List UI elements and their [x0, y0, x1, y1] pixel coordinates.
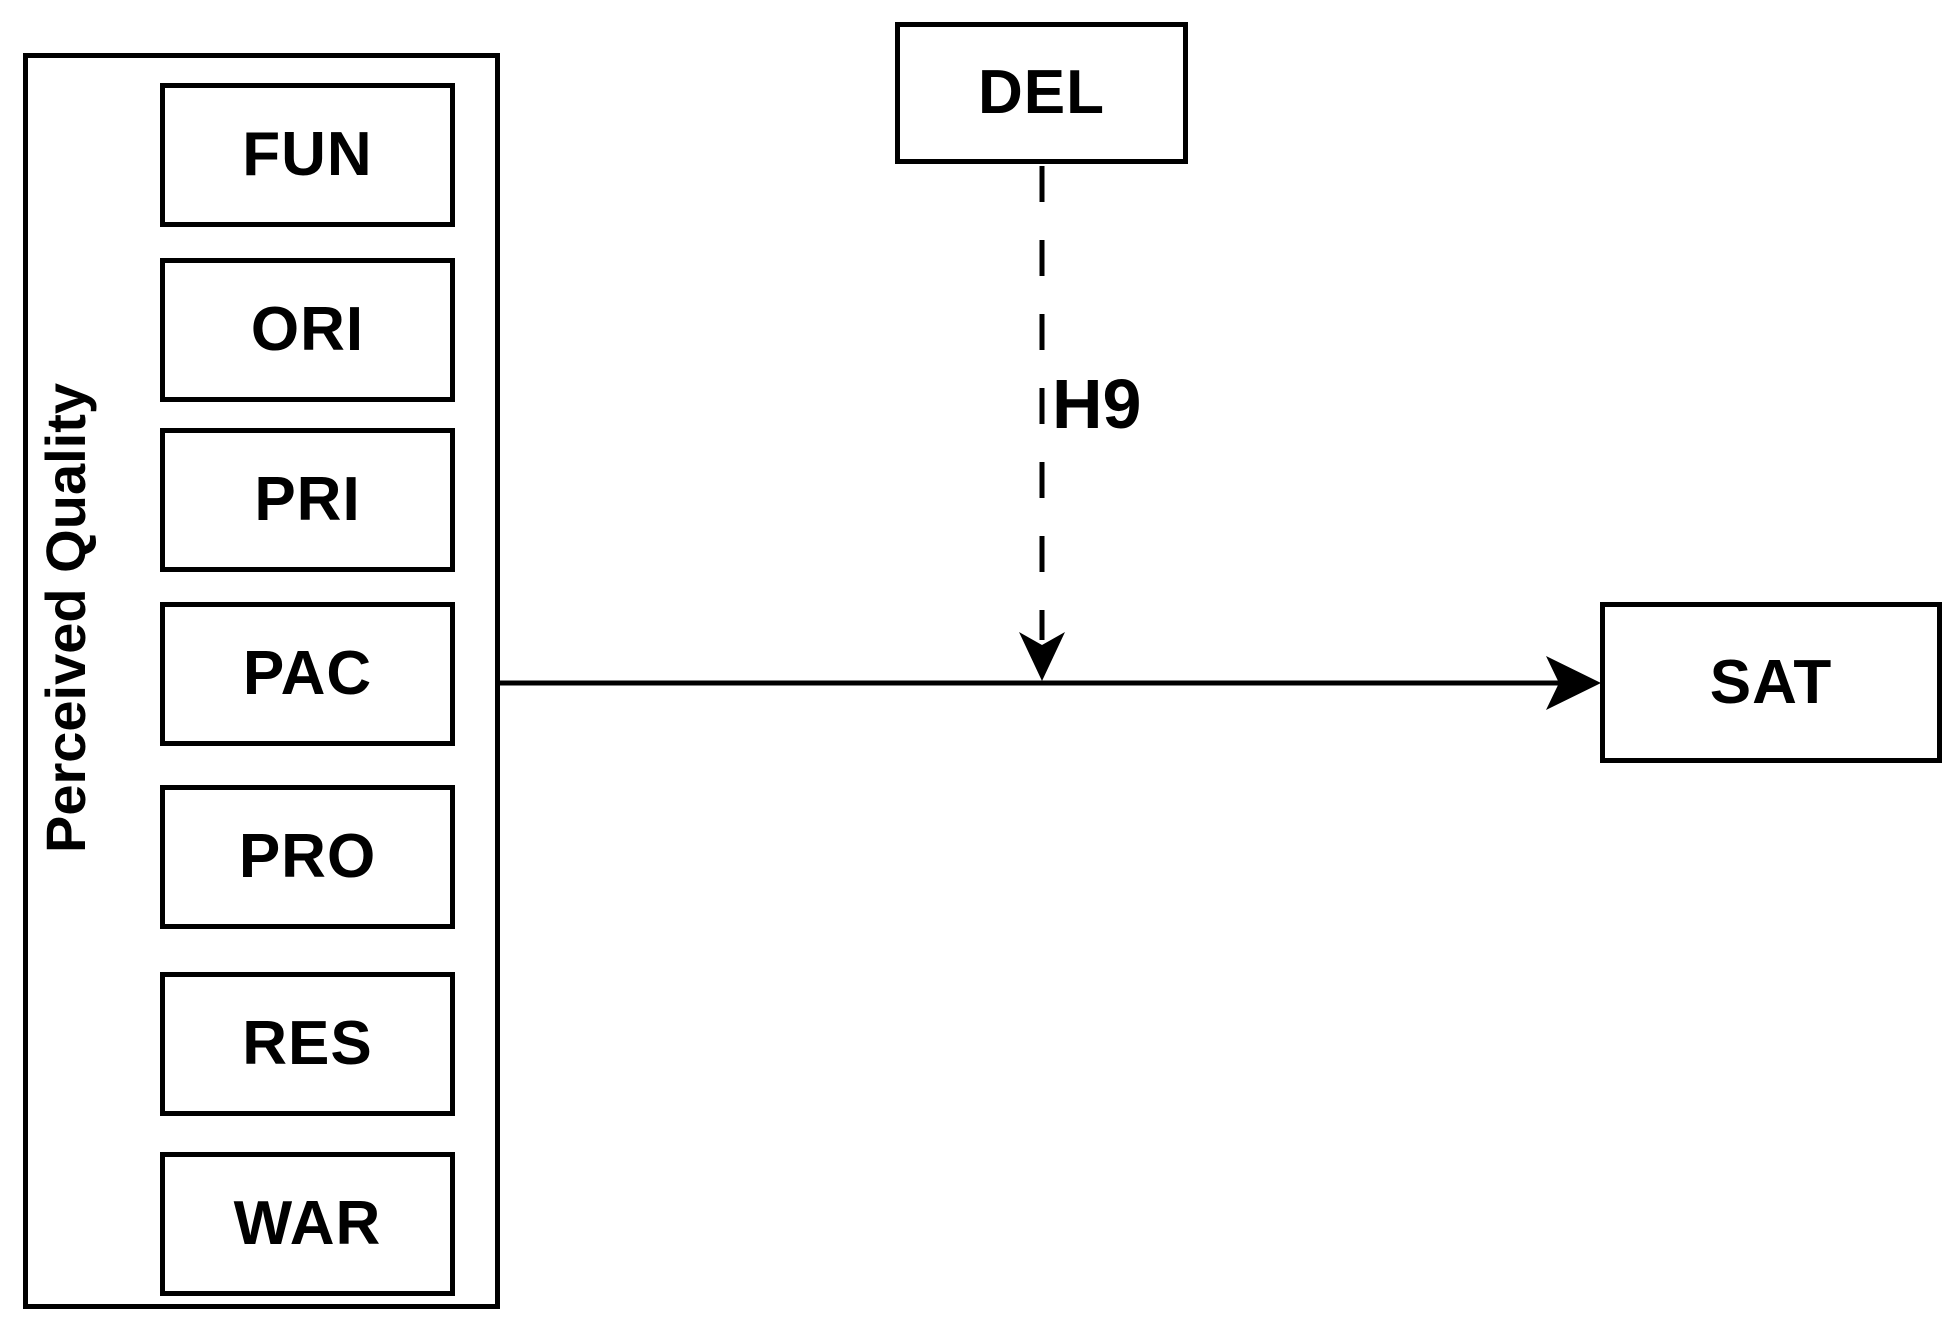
indicator-label-pac: PAC	[242, 639, 373, 708]
indicator-label-war: WAR	[233, 1189, 382, 1258]
perceived-quality-container	[23, 53, 500, 1309]
moderation-path-arrowhead	[1019, 632, 1065, 681]
main-path-arrowhead	[1546, 656, 1601, 710]
sat-label: SAT	[1709, 647, 1833, 717]
h9-path-label: H9	[1052, 365, 1142, 443]
indicator-box-ori: ORI	[160, 258, 455, 402]
indicator-box-res: RES	[160, 972, 455, 1116]
indicator-box-pri: PRI	[160, 428, 455, 572]
indicator-box-pro: PRO	[160, 785, 455, 929]
del-box: DEL	[895, 22, 1188, 164]
indicator-box-pac: PAC	[160, 602, 455, 746]
indicator-label-fun: FUN	[242, 120, 373, 189]
indicator-box-fun: FUN	[160, 83, 455, 227]
perceived-quality-label: Perceived Quality	[34, 383, 97, 854]
indicator-label-pri: PRI	[254, 465, 361, 534]
del-label: DEL	[978, 58, 1105, 127]
indicator-label-res: RES	[242, 1009, 373, 1078]
indicator-label-ori: ORI	[250, 295, 365, 364]
indicator-label-pro: PRO	[238, 822, 377, 891]
indicator-box-war: WAR	[160, 1152, 455, 1296]
sat-box: SAT	[1600, 602, 1942, 763]
